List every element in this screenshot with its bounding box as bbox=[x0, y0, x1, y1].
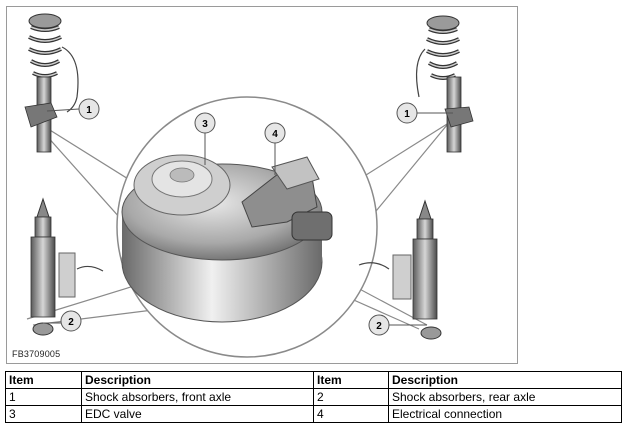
suspension-diagram: 1 1 2 2 3 4 FB3709005 bbox=[6, 6, 518, 364]
legend-header-row: Item Description Item Description bbox=[5, 371, 622, 389]
callout-1-right: 1 bbox=[396, 102, 453, 124]
diagram-drawing: 1 1 2 2 3 4 bbox=[24, 13, 474, 358]
item-description: Shock absorbers, front axle bbox=[81, 388, 314, 406]
item-number: 3 bbox=[5, 405, 82, 423]
header-description: Description bbox=[388, 371, 622, 389]
front-right-strut bbox=[415, 15, 474, 153]
item-number: 2 bbox=[313, 388, 389, 406]
callout-2-right: 2 bbox=[368, 314, 427, 336]
front-left-strut bbox=[24, 13, 79, 153]
callout-2-left: 2 bbox=[43, 310, 82, 332]
item-number: 4 bbox=[313, 405, 389, 423]
svg-text:3: 3 bbox=[202, 119, 208, 130]
figure-code: FB3709005 bbox=[12, 349, 61, 359]
svg-text:1: 1 bbox=[404, 109, 410, 120]
callout-3: 3 bbox=[194, 112, 216, 165]
rear-left-shock bbox=[30, 197, 104, 336]
item-description: Shock absorbers, rear axle bbox=[388, 388, 622, 406]
item-number: 1 bbox=[5, 388, 82, 406]
table-row: 1 Shock absorbers, front axle 2 Shock ab… bbox=[5, 388, 622, 406]
callout-4: 4 bbox=[264, 122, 286, 175]
item-description: Electrical connection bbox=[388, 405, 622, 423]
svg-text:1: 1 bbox=[86, 105, 92, 116]
legend-table: Item Description Item Description 1 Shoc… bbox=[5, 371, 622, 423]
header-item: Item bbox=[5, 371, 82, 389]
table-row: 3 EDC valve 4 Electrical connection bbox=[5, 405, 622, 423]
rear-right-shock bbox=[358, 199, 442, 340]
svg-text:4: 4 bbox=[272, 129, 278, 140]
svg-text:2: 2 bbox=[376, 321, 382, 332]
callout-1-left: 1 bbox=[46, 98, 100, 120]
header-description: Description bbox=[81, 371, 314, 389]
item-description: EDC valve bbox=[81, 405, 314, 423]
edc-valve-illustration bbox=[121, 154, 333, 323]
header-item: Item bbox=[313, 371, 389, 389]
svg-text:2: 2 bbox=[68, 317, 74, 328]
